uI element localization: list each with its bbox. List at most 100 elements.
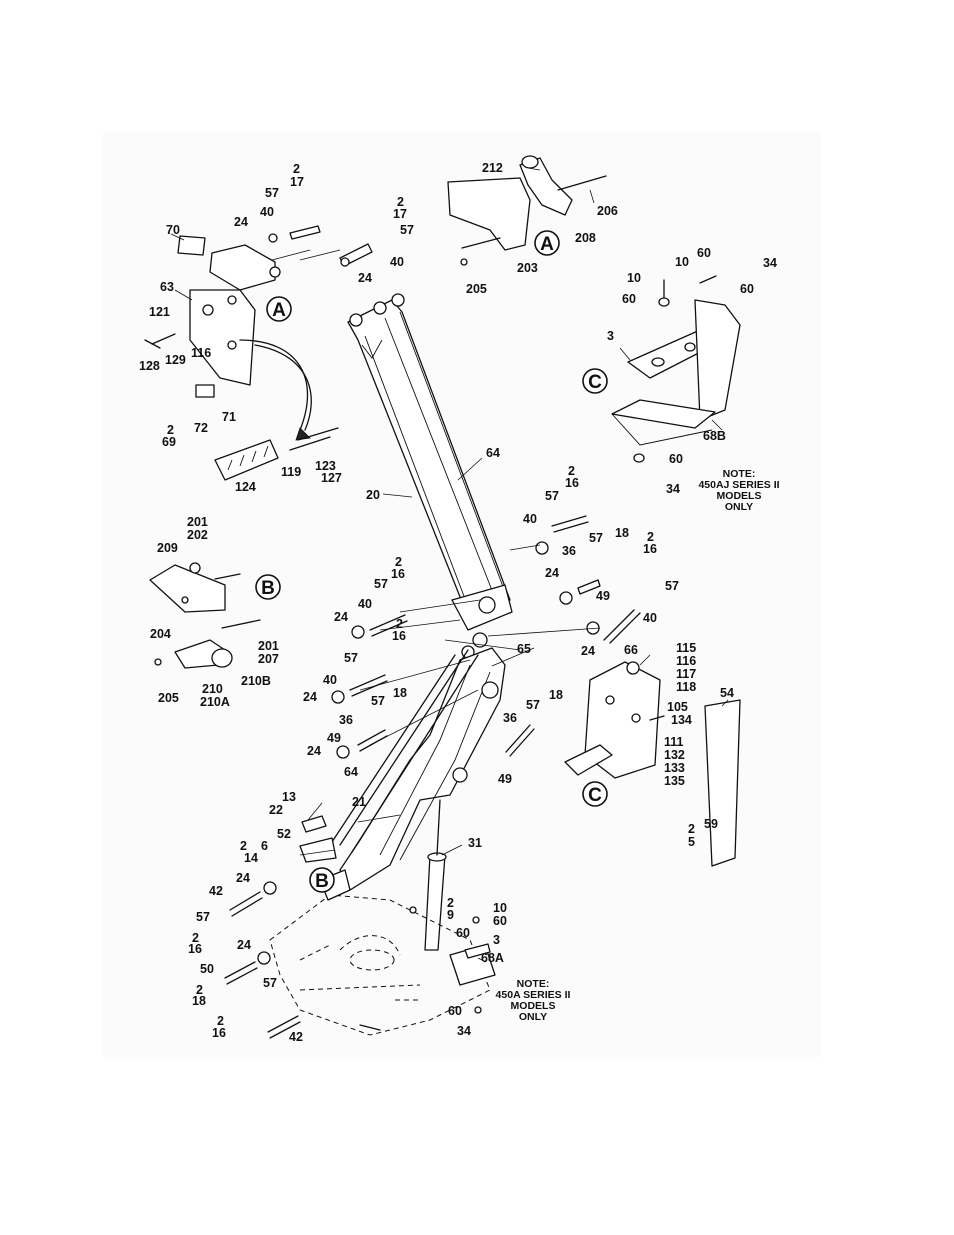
callout-127: 127: [321, 471, 342, 485]
callout-133: 133: [664, 761, 685, 775]
cylinder-31: [424, 799, 447, 951]
callout-57: 57: [371, 694, 385, 708]
note-c-line-1: NOTE:: [723, 468, 756, 480]
main-boom: [347, 293, 513, 659]
callout-60: 60: [493, 914, 507, 928]
callout-201: 201: [187, 515, 208, 529]
detail-letter-a: A: [540, 234, 554, 255]
callout-24: 24: [545, 566, 559, 580]
callout-10: 10: [493, 901, 507, 915]
callout-13: 13: [282, 790, 296, 804]
callout-2: 2: [568, 464, 575, 478]
callout-202: 202: [187, 528, 208, 542]
callout-24: 24: [358, 271, 372, 285]
callout-16: 16: [565, 476, 579, 490]
callout-24: 24: [307, 744, 321, 758]
callout-40: 40: [260, 205, 274, 219]
callout-49: 49: [596, 589, 610, 603]
callout-50: 50: [200, 962, 214, 976]
callout-205: 205: [158, 691, 179, 705]
callout-36: 36: [562, 544, 576, 558]
callout-24: 24: [237, 938, 251, 952]
callout-57: 57: [265, 186, 279, 200]
callout-65: 65: [517, 642, 531, 656]
callout-54: 54: [720, 686, 734, 700]
callout-128: 128: [139, 359, 160, 373]
detail-letter-c: C: [588, 372, 602, 393]
callout-10: 10: [627, 271, 641, 285]
note-c-line-4: ONLY: [725, 501, 753, 513]
note-bottom-line-3: MODELS: [511, 1000, 556, 1012]
callout-34: 34: [666, 482, 680, 496]
detail-letter-b: B: [315, 871, 329, 892]
callout-209: 209: [157, 541, 178, 555]
pins-and-hardware: [224, 515, 641, 1039]
callout-18: 18: [192, 994, 206, 1008]
callout-116: 116: [191, 346, 211, 360]
callout-3: 3: [493, 933, 500, 947]
callout-60: 60: [448, 1004, 462, 1018]
callout-labels: 2 17 57 24 40 70 2 17 57 40 24 63 121 12…: [139, 161, 777, 1044]
callout-2: 2: [217, 1014, 224, 1028]
callout-21: 21: [352, 795, 366, 809]
callout-60: 60: [622, 292, 636, 306]
callout-40: 40: [643, 611, 657, 625]
callout-57: 57: [400, 223, 414, 237]
callout-117: 117: [676, 667, 696, 681]
callout-52: 52: [277, 827, 291, 841]
callout-210A: 210A: [200, 695, 230, 709]
callout-49: 49: [498, 772, 512, 786]
callout-57: 57: [263, 976, 277, 990]
detail-c-bracket-upper: [611, 275, 741, 463]
callout-60: 60: [740, 282, 754, 296]
callout-204: 204: [150, 627, 171, 641]
callout-2: 2: [196, 983, 203, 997]
callout-6: 6: [261, 839, 268, 853]
callout-210B: 210B: [241, 674, 271, 688]
callout-205: 205: [466, 282, 487, 296]
callout-16: 16: [212, 1026, 226, 1040]
callout-118: 118: [676, 680, 696, 694]
callout-72: 72: [194, 421, 208, 435]
callout-2: 2: [240, 839, 247, 853]
callout-16: 16: [391, 567, 405, 581]
callout-105: 105: [667, 700, 688, 714]
callout-31: 31: [468, 836, 482, 850]
callout-2: 2: [167, 423, 174, 437]
callout-24: 24: [236, 871, 250, 885]
callout-36: 36: [503, 711, 517, 725]
callout-2: 2: [395, 555, 402, 569]
callout-14: 14: [244, 851, 258, 865]
callout-16: 16: [392, 629, 406, 643]
callout-123: 123: [315, 459, 336, 473]
callout-64: 64: [486, 446, 500, 460]
callout-2: 2: [396, 617, 403, 631]
note-c-line-3: MODELS: [717, 490, 762, 502]
callout-34: 34: [457, 1024, 471, 1038]
callout-124: 124: [235, 480, 256, 494]
detail-marker-b-lower: B: [309, 867, 335, 893]
callout-203: 203: [517, 261, 538, 275]
callout-135: 135: [664, 774, 685, 788]
callout-60: 60: [697, 246, 711, 260]
callout-49: 49: [327, 731, 341, 745]
detail-marker-b-upper: B: [255, 574, 281, 600]
callout-22: 22: [269, 803, 283, 817]
callout-2: 2: [688, 822, 695, 836]
callout-115: 115: [676, 641, 696, 655]
note-bottom-line-1: NOTE:: [517, 978, 550, 990]
callout-60: 60: [456, 926, 470, 940]
callout-57: 57: [196, 910, 210, 924]
detail-b-assembly: [149, 562, 261, 669]
callout-42: 42: [289, 1030, 303, 1044]
callout-57: 57: [526, 698, 540, 712]
callout-111: 111: [664, 735, 684, 749]
callout-63: 63: [160, 280, 174, 294]
callout-132: 132: [664, 748, 685, 762]
callout-2: 2: [293, 162, 300, 176]
callout-116: 116: [676, 654, 696, 668]
callout-24: 24: [234, 215, 248, 229]
callout-71: 71: [222, 410, 236, 424]
callout-68B: 68B: [703, 429, 726, 443]
